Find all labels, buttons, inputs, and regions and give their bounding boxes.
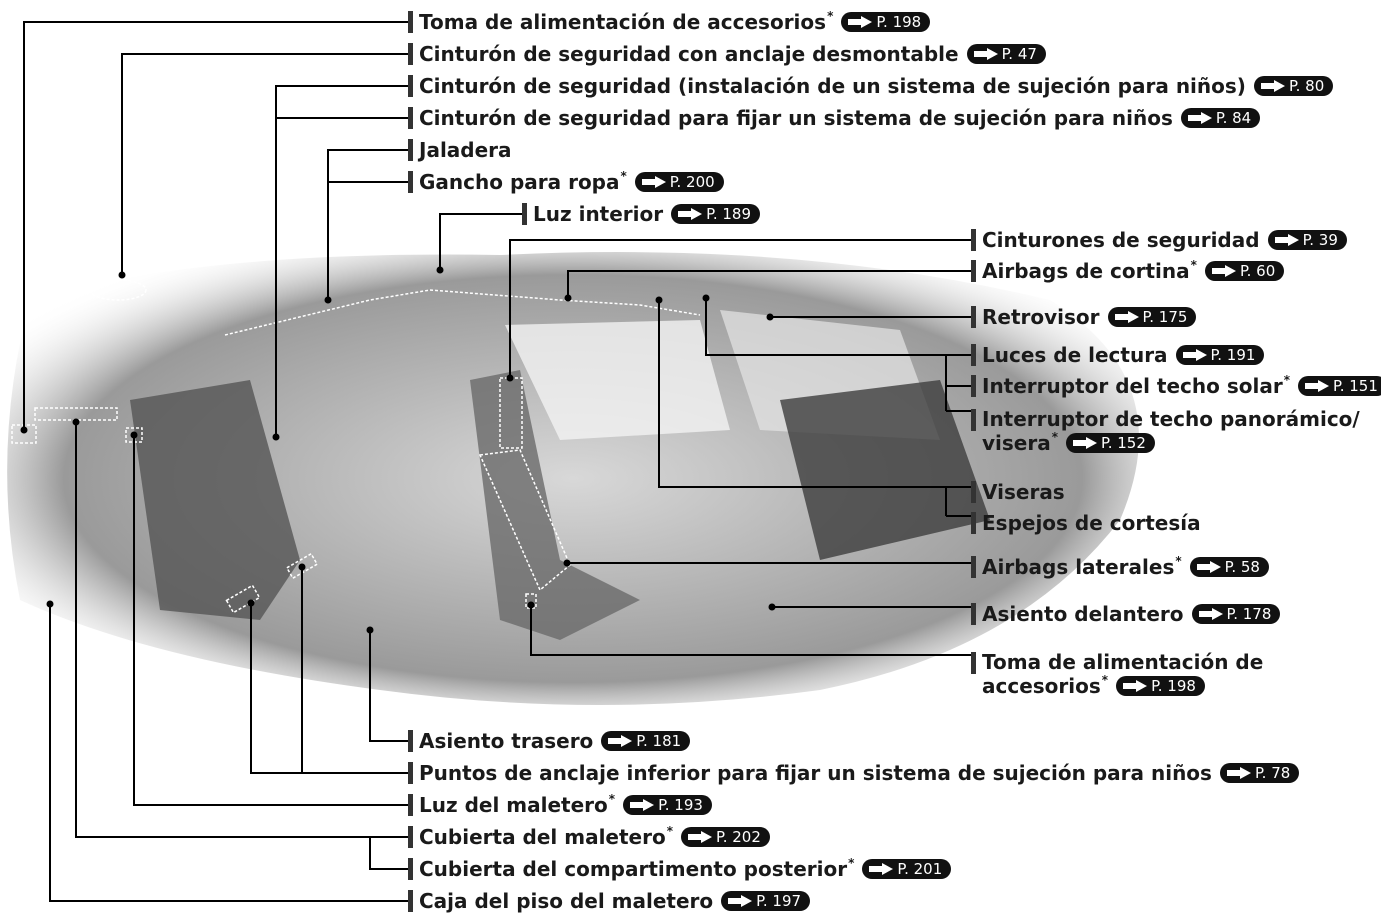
arrow-icon bbox=[1304, 380, 1329, 392]
label-cinturon-fijar: Cinturón de seguridad para fijar un sist… bbox=[408, 106, 1261, 130]
label-techo-panoramico: Interruptor de techo panorámico/visera*P… bbox=[971, 407, 1360, 455]
page-ref[interactable]: P. 58 bbox=[1189, 557, 1269, 577]
arrow-icon bbox=[1211, 265, 1236, 277]
page-ref[interactable]: P. 198 bbox=[841, 12, 931, 32]
label-viseras: Viseras bbox=[971, 480, 1065, 504]
rear-window bbox=[505, 320, 730, 440]
label-puntos-anclaje: Puntos de anclaje inferior para fijar un… bbox=[408, 761, 1300, 785]
label-espejos: Espejos de cortesía bbox=[971, 511, 1201, 535]
label-airbags-cortina: Airbags de cortina*P. 60 bbox=[971, 258, 1285, 283]
arrow-icon bbox=[1123, 680, 1148, 692]
page-ref[interactable]: P. 198 bbox=[1116, 676, 1205, 696]
arrow-icon bbox=[848, 16, 873, 28]
page-ref[interactable]: P. 178 bbox=[1191, 604, 1281, 624]
page-ref[interactable]: P. 189 bbox=[671, 204, 761, 224]
label-cinturon-anclaje: Cinturón de seguridad con anclaje desmon… bbox=[408, 42, 1046, 66]
arrow-icon bbox=[678, 208, 703, 220]
arrow-icon bbox=[1073, 437, 1098, 449]
arrow-icon bbox=[630, 799, 655, 811]
front-seat bbox=[470, 370, 640, 640]
page-ref[interactable]: P. 78 bbox=[1219, 763, 1300, 783]
arrow-icon bbox=[1198, 608, 1223, 620]
arrow-icon bbox=[1260, 80, 1285, 92]
label-cubierta-compartimento: Cubierta del compartimento posterior*P. … bbox=[408, 856, 952, 881]
page-ref[interactable]: P. 175 bbox=[1107, 307, 1197, 327]
page-ref[interactable]: P. 202 bbox=[681, 827, 770, 847]
page-ref[interactable]: P. 151 bbox=[1297, 376, 1381, 396]
arrow-icon bbox=[1114, 311, 1139, 323]
arrow-icon bbox=[1182, 349, 1207, 361]
page-ref[interactable]: P. 152 bbox=[1066, 433, 1155, 453]
page-ref[interactable]: P. 191 bbox=[1175, 345, 1265, 365]
label-techo-solar: Interruptor del techo solar*P. 151 bbox=[971, 373, 1381, 398]
page-ref[interactable]: P. 80 bbox=[1253, 76, 1334, 96]
page-ref[interactable]: P. 39 bbox=[1267, 230, 1347, 250]
page-ref[interactable]: P. 84 bbox=[1180, 108, 1261, 128]
arrow-icon bbox=[728, 895, 753, 907]
label-cubierta-maletero: Cubierta del maletero*P. 202 bbox=[408, 824, 770, 849]
arrow-icon bbox=[688, 831, 712, 843]
page-ref[interactable]: P. 200 bbox=[634, 172, 724, 192]
arrow-icon bbox=[869, 863, 894, 875]
page-ref[interactable]: P. 47 bbox=[966, 44, 1046, 64]
arrow-icon bbox=[973, 48, 998, 60]
arrow-icon bbox=[1274, 234, 1299, 246]
dashboard bbox=[780, 380, 990, 560]
label-toma-accesorios-top: Toma de alimentación de accesorios*P. 19… bbox=[408, 9, 931, 34]
label-luz-maletero: Luz del maletero*P. 193 bbox=[408, 792, 712, 817]
arrow-icon bbox=[1226, 767, 1251, 779]
label-jaladera: Jaladera bbox=[408, 138, 512, 162]
leader-dots bbox=[20, 266, 776, 634]
arrow-icon bbox=[1196, 561, 1221, 573]
arrow-icon bbox=[608, 735, 633, 747]
leader-lines bbox=[23, 21, 973, 902]
page-ref[interactable]: P. 193 bbox=[623, 795, 712, 815]
page-ref[interactable]: P. 197 bbox=[721, 891, 811, 911]
page-ref[interactable]: P. 60 bbox=[1204, 261, 1285, 281]
label-airbags-laterales: Airbags laterales*P. 58 bbox=[971, 554, 1269, 579]
page-ref[interactable]: P. 181 bbox=[601, 731, 691, 751]
arrow-icon bbox=[641, 176, 666, 188]
page-ref[interactable]: P. 201 bbox=[862, 859, 952, 879]
arrow-icon bbox=[1187, 112, 1212, 124]
label-cinturon-instalacion: Cinturón de seguridad (instalación de un… bbox=[408, 74, 1334, 98]
label-gancho-ropa: Gancho para ropa*P. 200 bbox=[408, 169, 724, 194]
rear-seat bbox=[130, 380, 300, 620]
